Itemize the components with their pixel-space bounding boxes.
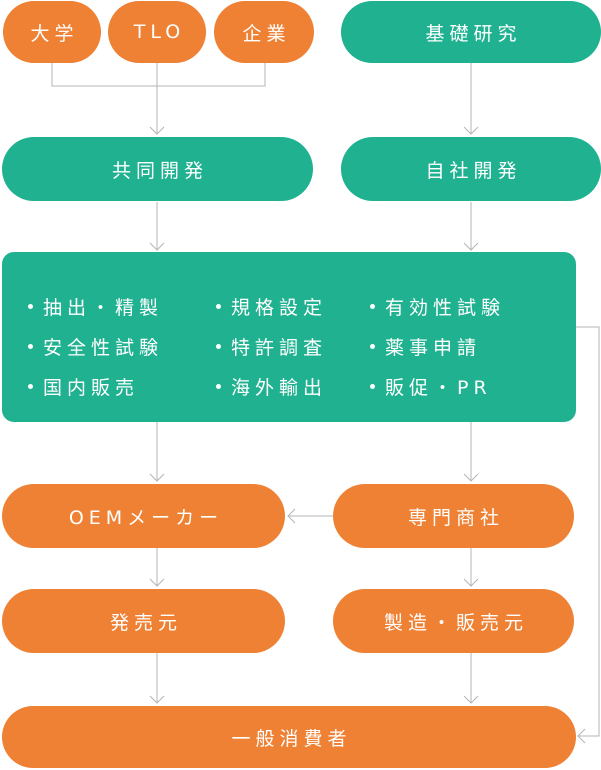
node-hatsubaimoto: 発売元 <box>2 589 285 653</box>
merge-line <box>51 62 266 87</box>
service-item-label: 海外輸出 <box>231 376 328 399</box>
arrow-head <box>463 695 479 704</box>
node-jisha-kaihatsu: 自社開発 <box>341 137 601 201</box>
service-item: 規格設定 <box>216 286 327 326</box>
arrow-head <box>287 508 296 524</box>
arrow-head <box>463 473 479 482</box>
service-item-label: 安全性試験 <box>43 336 164 359</box>
arrow-head <box>149 242 165 251</box>
node-kigyou-label: 企業 <box>242 22 291 45</box>
bullet-dot <box>216 343 221 349</box>
node-kiso-kenkyu: 基礎研究 <box>341 1 601 63</box>
service-item: 有効性試験 <box>370 286 505 326</box>
service-item-label: 有効性試験 <box>385 296 506 319</box>
service-item: 薬事申請 <box>370 326 505 366</box>
arrow-line-box-to-consumer <box>576 326 600 737</box>
bullet-dot <box>216 303 221 309</box>
service-item: 抽出・精製 <box>28 286 163 326</box>
service-item-label: 販促・PR <box>385 376 492 399</box>
service-item: 国内販売 <box>28 366 163 406</box>
service-item: 安全性試験 <box>28 326 163 366</box>
node-ippan-shouhisha-label: 一般消費者 <box>231 727 352 750</box>
node-ippan-shouhisha: 一般消費者 <box>2 706 576 768</box>
bullet-dot <box>28 343 33 349</box>
services-box: 抽出・精製 安全性試験 国内販売 規格設定 特許調査 海外輸出 有効性試験 薬事… <box>2 252 576 422</box>
service-item-label: 薬事申請 <box>385 336 482 359</box>
service-item: 特許調査 <box>216 326 327 366</box>
service-item-label: 抽出・精製 <box>43 296 164 319</box>
node-tlo-label: TLO <box>133 21 186 43</box>
arrow-head <box>463 126 479 135</box>
node-senmon-shousha: 専門商社 <box>333 484 574 548</box>
node-daigaku: 大学 <box>3 1 101 63</box>
node-kyoudou-kaihatsu: 共同開発 <box>2 137 313 201</box>
node-kiso-kenkyu-label: 基礎研究 <box>425 22 522 45</box>
node-senmon-shousha-label: 専門商社 <box>407 506 504 529</box>
arrow-head <box>149 126 165 135</box>
node-jisha-kaihatsu-label: 自社開発 <box>425 159 522 182</box>
bullet-dot <box>370 303 375 309</box>
service-item-label: 国内販売 <box>43 376 140 399</box>
node-oem-maker-label: OEMメーカー <box>68 506 224 529</box>
services-column-2: 規格設定 特許調査 海外輸出 <box>216 286 327 406</box>
node-seizou-hanbaimoto: 製造・販売元 <box>333 589 574 653</box>
services-column-3: 有効性試験 薬事申請 販促・PR <box>370 286 505 406</box>
arrow-head <box>577 728 586 744</box>
bullet-dot <box>28 383 33 389</box>
service-item: 海外輸出 <box>216 366 327 406</box>
arrow-head <box>149 695 165 704</box>
node-oem-maker: OEMメーカー <box>2 484 285 548</box>
bullet-dot <box>216 383 221 389</box>
node-daigaku-label: 大学 <box>30 22 79 45</box>
node-seizou-hanbaimoto-label: 製造・販売元 <box>383 611 528 634</box>
bullet-dot <box>370 383 375 389</box>
arrow-head <box>463 578 479 587</box>
node-kyoudou-kaihatsu-label: 共同開発 <box>111 159 208 182</box>
node-hatsubaimoto-label: 発売元 <box>109 611 182 634</box>
arrow-head <box>149 473 165 482</box>
service-item-label: 規格設定 <box>231 296 328 319</box>
node-kigyou: 企業 <box>214 1 314 63</box>
service-item: 販促・PR <box>370 366 505 406</box>
node-tlo: TLO <box>108 1 206 63</box>
bullet-dot <box>28 303 33 309</box>
services-column-1: 抽出・精製 安全性試験 国内販売 <box>28 286 163 406</box>
bullet-dot <box>370 343 375 349</box>
arrow-head <box>463 242 479 251</box>
arrow-head <box>149 578 165 587</box>
service-item-label: 特許調査 <box>231 336 328 359</box>
